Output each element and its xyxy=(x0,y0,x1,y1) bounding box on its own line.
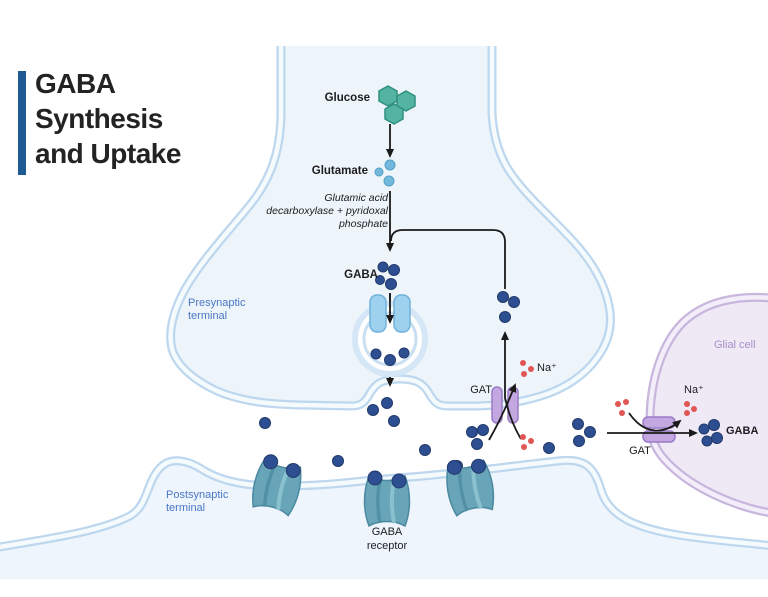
postsynaptic-terminal-label: Postsynaptic terminal xyxy=(166,489,229,514)
sodium-ions-icon xyxy=(520,360,697,450)
gaba-dots-scattered xyxy=(259,291,723,472)
gaba-receptor-label: GABA receptor xyxy=(366,526,408,552)
gaba-molecules-icon xyxy=(375,261,400,290)
glutamate-molecules-icon xyxy=(374,159,396,187)
na-glial-label: Na⁺ xyxy=(684,384,704,396)
title-accent-bar xyxy=(18,71,26,175)
glial-cell-shape xyxy=(645,292,768,517)
gaba-glial-label: GABA xyxy=(726,425,759,437)
vesicular-transporter-icon xyxy=(369,294,411,333)
title-block: GABA Synthesis and Uptake xyxy=(18,66,181,175)
recycle-branch-line xyxy=(390,229,506,289)
presynaptic-terminal-label: Presynaptic terminal xyxy=(188,297,246,322)
glial-uptake-arrows xyxy=(607,412,698,437)
glucose-molecule-icon xyxy=(378,85,416,125)
enzyme-label: Glutamic acid decarboxylase + pyridoxal … xyxy=(266,192,388,230)
presynaptic-uptake-arrows xyxy=(488,331,522,441)
gaba-label: GABA xyxy=(344,269,378,281)
page-title: GABA Synthesis and Uptake xyxy=(35,68,181,169)
glucose-label: Glucose xyxy=(324,92,370,104)
glial-cell-label: Glial cell xyxy=(714,339,756,351)
gat-presynaptic-label: GAT xyxy=(470,384,492,396)
gat-glial-label: GAT xyxy=(629,445,651,457)
na-presynaptic-label: Na⁺ xyxy=(537,362,557,374)
glutamate-label: Glutamate xyxy=(311,165,368,177)
